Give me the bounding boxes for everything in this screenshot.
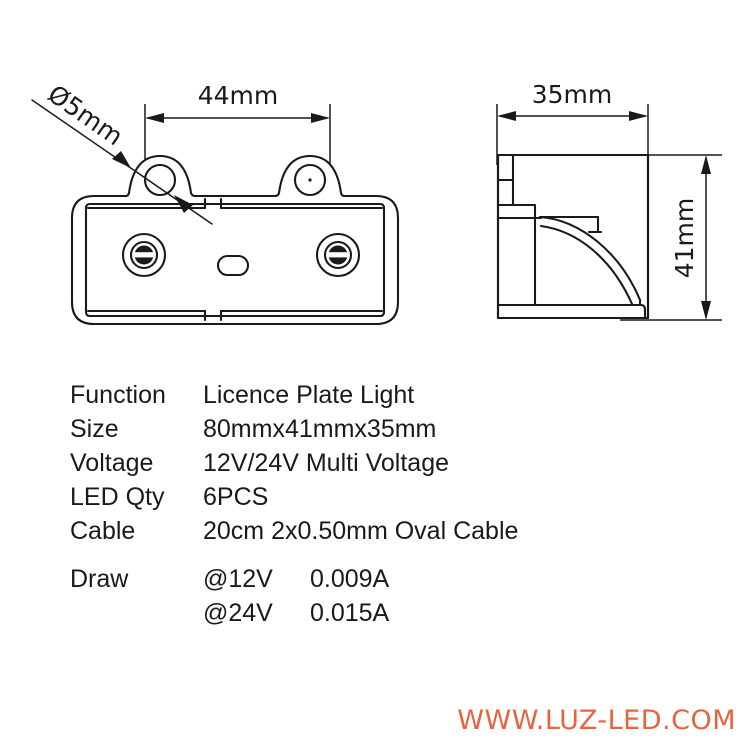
arrowhead-left-35mm — [497, 111, 516, 121]
dimension-label-diameter: Ø5mm — [43, 79, 129, 151]
arrowhead-right-35mm — [629, 111, 648, 121]
arrowhead-left-44mm — [145, 113, 164, 123]
table-row: Voltage 12V/24V Multi Voltage — [70, 446, 690, 480]
spec-value-led-qty: 6PCS — [203, 483, 269, 511]
screw-right — [315, 232, 361, 278]
arrowhead-right-44mm — [311, 113, 330, 123]
side-bottom-right-corner — [631, 303, 647, 320]
side-lens-outer-curve — [538, 215, 642, 307]
spec-value-voltage: 12V/24V Multi Voltage — [203, 449, 449, 477]
spec-label-size: Size — [70, 415, 119, 443]
mounting-hole-left — [143, 163, 177, 197]
table-row: Draw @12V 0.009A — [70, 562, 690, 596]
table-row: @24V 0.015A — [70, 596, 690, 630]
spec-label-function: Function — [70, 381, 166, 409]
spec-value-size: 80mmx41mmx35mm — [203, 415, 437, 443]
specification-table: Function Licence Plate Light Size 80mmx4… — [70, 378, 690, 630]
spec-label-cable: Cable — [70, 517, 136, 545]
draw-voltage-24v: @24V — [203, 599, 273, 627]
side-view-group: 35mm 41mm — [496, 80, 722, 321]
spec-value-function: Licence Plate Light — [203, 381, 415, 409]
draw-voltage-12v: @12V — [203, 565, 273, 593]
watermark-url: WWW.LUZ-LED.COM — [457, 705, 736, 736]
dimension-label-41mm: 41mm — [670, 198, 699, 279]
arrowhead-bottom-41mm — [701, 301, 711, 320]
spec-label-draw: Draw — [70, 565, 129, 593]
center-oval-vent — [216, 254, 250, 277]
drawing-svg: 44mm — [31, 79, 722, 326]
spec-label-voltage: Voltage — [70, 449, 154, 477]
table-row: Size 80mmx41mmx35mm — [70, 412, 690, 446]
arrowhead-leader-upper — [112, 151, 131, 168]
table-row: Cable 20cm 2x0.50mm Oval Cable — [70, 514, 690, 548]
technical-drawing-area: 44mm — [0, 0, 750, 370]
spec-label-led-qty: LED Qty — [70, 483, 165, 511]
screw-left — [121, 232, 167, 278]
table-row: LED Qty 6PCS — [70, 480, 690, 514]
arrowhead-top-41mm — [701, 155, 711, 174]
side-lens-inner-curve — [539, 224, 634, 306]
table-row: Function Licence Plate Light — [70, 378, 690, 412]
dimension-label-44mm: 44mm — [198, 81, 279, 110]
mounting-hole-right-center-dot — [308, 178, 312, 182]
spec-value-cable: 20cm 2x0.50mm Oval Cable — [203, 517, 519, 545]
arrowhead-leader-lower — [174, 195, 193, 213]
draw-current-24v: 0.015A — [310, 599, 390, 627]
draw-current-12v: 0.009A — [310, 565, 390, 593]
dimension-label-35mm: 35mm — [532, 80, 613, 109]
front-view-group: 44mm — [31, 79, 400, 326]
